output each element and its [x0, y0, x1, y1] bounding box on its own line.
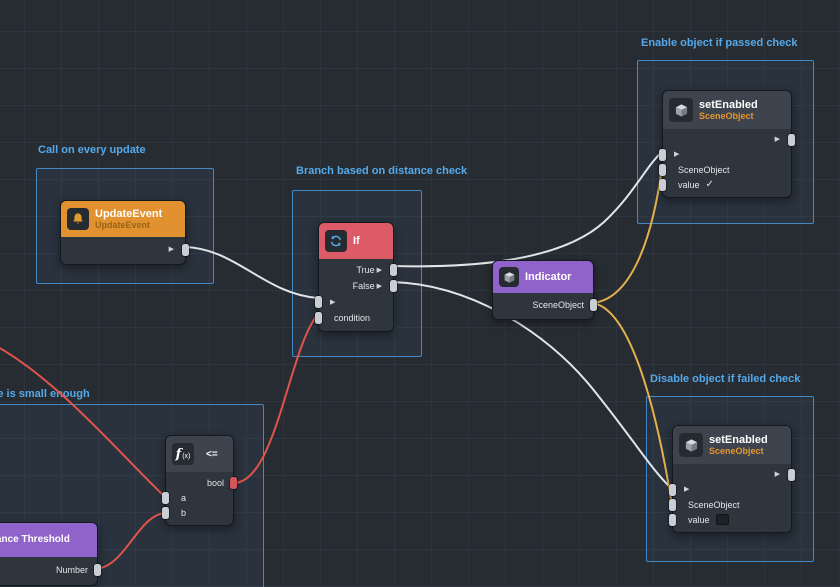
- compare-operator-label: <=: [206, 448, 218, 460]
- node-set-enabled-bottom-header: setEnabled SceneObject: [673, 426, 791, 464]
- exec-out-arrow: ▶: [376, 266, 382, 274]
- exec-in-arrow: ▶: [330, 298, 336, 306]
- comment-label-disable: Disable object if failed check: [650, 373, 801, 385]
- node-title: If: [353, 234, 360, 247]
- bell-icon: [67, 208, 89, 230]
- sceneobject-input-label: SceneObject: [678, 164, 730, 175]
- threshold-number-label: Number: [55, 565, 88, 575]
- wire-if-true-to-setenabled-top-exec[interactable]: [391, 151, 663, 268]
- set-enabled-top-value-port[interactable]: [659, 178, 666, 191]
- exec-out-arrow: ▶: [376, 282, 382, 290]
- wire-indicator-to-setenabled-bottom-sceneobject[interactable]: [591, 302, 673, 506]
- node-subtitle: UpdateEvent: [95, 220, 151, 231]
- compare-a-label: a: [181, 492, 187, 503]
- value-checked-checkbox[interactable]: ✓: [705, 178, 714, 190]
- node-compare-less-equal[interactable]: f(x) <= bool a b: [162, 435, 237, 526]
- node-indicator[interactable]: Indicator SceneObject: [492, 260, 597, 320]
- exec-in-arrow: ▶: [674, 151, 680, 158]
- node-if[interactable]: If True ▶ False ▶ ▶ condition: [315, 222, 397, 332]
- function-f-glyph: f: [175, 446, 182, 462]
- node-title: Distance Threshold: [0, 534, 70, 546]
- comment-label-call-on-every-update: Call on every update: [38, 144, 146, 156]
- wire-offscreen-to-compare-a[interactable]: [0, 346, 166, 498]
- function-args-glyph: (x): [182, 452, 191, 460]
- if-condition-label: condition: [334, 313, 371, 323]
- node-set-enabled-top-header: setEnabled SceneObject: [663, 91, 791, 129]
- comment-label-enable: Enable object if passed check: [641, 37, 798, 49]
- node-set-enabled-top[interactable]: setEnabled SceneObject ▶ ▶ SceneObject v…: [659, 90, 795, 198]
- compare-b-label: b: [181, 507, 187, 518]
- node-subtitle: SceneObject: [709, 446, 764, 457]
- set-enabled-top-exec-out-port[interactable]: [788, 133, 795, 146]
- if-exec-in-port[interactable]: [315, 296, 322, 308]
- node-subtitle: SceneObject: [699, 111, 754, 122]
- node-title: Indicator: [525, 270, 572, 283]
- comment-label-branch: Branch based on distance check: [296, 165, 468, 177]
- node-compare-header: f(x) <=: [166, 436, 233, 472]
- compare-a-port[interactable]: [162, 491, 169, 504]
- exec-out-arrow: ▶: [774, 471, 780, 478]
- function-icon: f(x): [172, 443, 194, 465]
- value-input-label: value: [688, 514, 710, 525]
- node-title: UpdateEvent: [95, 207, 163, 220]
- loop-arrows-icon: [325, 230, 347, 252]
- node-if-header: If: [319, 223, 393, 259]
- set-enabled-top-sceneobject-port[interactable]: [659, 163, 666, 176]
- exec-in-arrow: ▶: [684, 486, 690, 493]
- update-event-exec-out-port[interactable]: [182, 243, 189, 256]
- cube-icon: [499, 267, 519, 287]
- threshold-number-port[interactable]: [94, 564, 101, 576]
- sceneobject-input-label: SceneObject: [688, 499, 740, 510]
- exec-out-arrow: ▶: [168, 246, 174, 253]
- if-false-port[interactable]: [390, 280, 397, 292]
- if-condition-port[interactable]: [315, 312, 322, 324]
- indicator-sceneobject-port[interactable]: [590, 299, 597, 311]
- set-enabled-top-exec-in-port[interactable]: [659, 148, 666, 161]
- comment-label-distance-check: Check if distance is small enough: [0, 388, 90, 400]
- set-enabled-bottom-exec-out-port[interactable]: [788, 468, 795, 481]
- wire-if-false-to-setenabled-bottom-exec[interactable]: [391, 281, 673, 490]
- node-distance-threshold-header: Distance Threshold: [0, 523, 97, 557]
- wire-updateevent-to-if-exec[interactable]: [183, 246, 319, 299]
- compare-bool-label: bool: [206, 477, 224, 488]
- node-title: setEnabled: [709, 433, 768, 446]
- indicator-sceneobject-label: SceneObject: [532, 300, 584, 310]
- node-set-enabled-bottom[interactable]: setEnabled SceneObject ▶ ▶ SceneObject v…: [669, 425, 795, 533]
- if-true-port[interactable]: [390, 264, 397, 276]
- value-input-label: value: [678, 179, 700, 190]
- cube-icon: [669, 98, 693, 122]
- node-distance-threshold[interactable]: Distance Threshold Number: [0, 522, 101, 586]
- if-true-label: True: [356, 265, 375, 275]
- wire-indicator-to-setenabled-top-sceneobject[interactable]: [591, 166, 663, 304]
- if-false-label: False: [352, 281, 375, 291]
- exec-out-arrow: ▶: [774, 136, 780, 143]
- wire-threshold-number-to-compare-b[interactable]: [95, 512, 166, 570]
- node-update-event[interactable]: UpdateEvent UpdateEvent ▶: [60, 200, 189, 265]
- node-indicator-header: Indicator: [493, 261, 593, 293]
- set-enabled-bottom-exec-in-port[interactable]: [669, 483, 676, 496]
- compare-b-port[interactable]: [162, 506, 169, 519]
- set-enabled-bottom-value-port[interactable]: [669, 513, 676, 526]
- node-update-event-header: UpdateEvent UpdateEvent: [61, 201, 185, 237]
- value-unchecked-checkbox[interactable]: [715, 514, 729, 525]
- node-title: setEnabled: [699, 98, 758, 111]
- wire-compare-bool-to-if-condition[interactable]: [231, 313, 319, 485]
- compare-bool-port[interactable]: [230, 476, 237, 489]
- set-enabled-bottom-sceneobject-port[interactable]: [669, 498, 676, 511]
- cube-icon: [679, 433, 703, 457]
